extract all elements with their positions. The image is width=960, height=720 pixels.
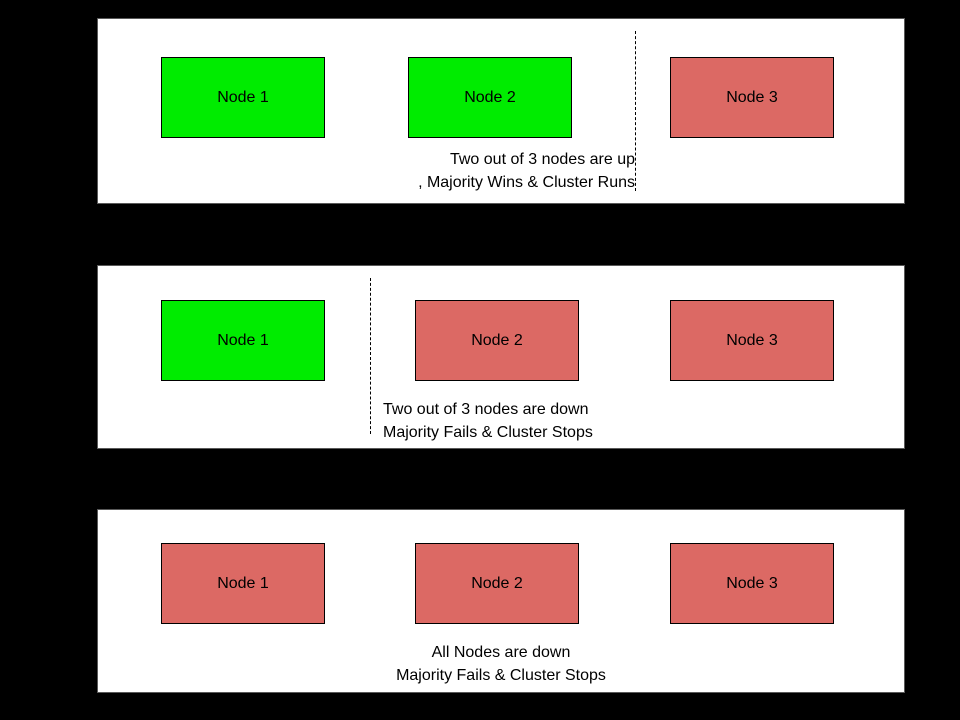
node-box-3-down: Node 3 bbox=[670, 57, 834, 138]
node-box-3-down: Node 3 bbox=[670, 543, 834, 624]
partition-divider bbox=[635, 31, 636, 191]
node-box-2-down: Node 2 bbox=[415, 300, 579, 381]
caption-line-1: Two out of 3 nodes are down bbox=[383, 401, 589, 418]
node-label: Node 2 bbox=[471, 574, 523, 592]
caption-line-2: Majority Fails & Cluster Stops bbox=[383, 424, 593, 441]
node-label: Node 1 bbox=[217, 88, 269, 106]
node-label: Node 2 bbox=[464, 88, 516, 106]
node-label: Node 1 bbox=[217, 331, 269, 349]
node-box-1-up: Node 1 bbox=[161, 300, 325, 381]
node-label: Node 3 bbox=[726, 574, 778, 592]
scenario-panel-two-up: Node 1 Node 2 Node 3 Two out of 3 nodes … bbox=[97, 18, 905, 204]
caption-line-1: Two out of 3 nodes are up bbox=[449, 151, 635, 168]
caption-line-2: , Majority Wins & Cluster Runs bbox=[418, 174, 635, 191]
node-label: Node 3 bbox=[726, 88, 778, 106]
partition-divider bbox=[370, 278, 371, 434]
node-box-2-down: Node 2 bbox=[415, 543, 579, 624]
node-label: Node 3 bbox=[726, 331, 778, 349]
node-box-1-down: Node 1 bbox=[161, 543, 325, 624]
scenario-panel-two-down: Node 1 Node 2 Node 3 Two out of 3 nodes … bbox=[97, 265, 905, 449]
node-label: Node 1 bbox=[217, 574, 269, 592]
caption-line-2: Majority Fails & Cluster Stops bbox=[396, 667, 606, 684]
node-label: Node 2 bbox=[471, 331, 523, 349]
node-box-1-up: Node 1 bbox=[161, 57, 325, 138]
panel-caption: Two out of 3 nodes are up , Majority Wins… bbox=[198, 148, 635, 194]
node-box-2-up: Node 2 bbox=[408, 57, 572, 138]
caption-line-1: All Nodes are down bbox=[431, 644, 571, 661]
node-box-3-down: Node 3 bbox=[670, 300, 834, 381]
